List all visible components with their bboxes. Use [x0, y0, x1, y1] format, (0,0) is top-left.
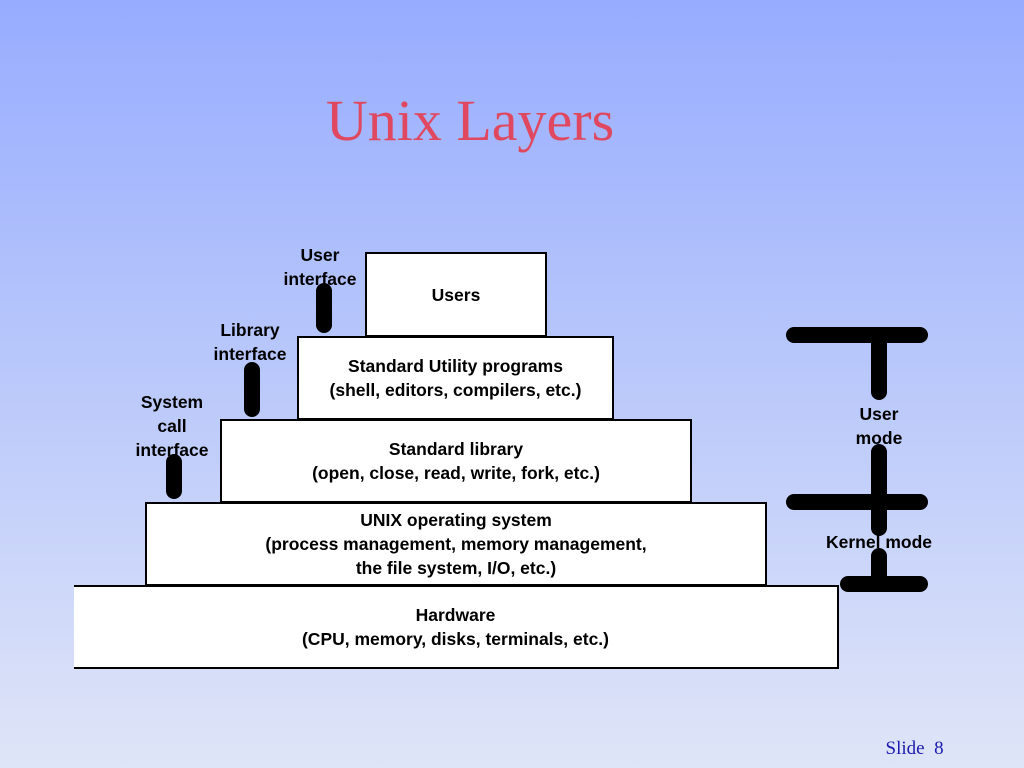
user-interface-line-2: interface — [283, 269, 357, 289]
user-mode-line-1: User — [859, 404, 899, 424]
layer-standard-library-detail: (open, close, read, write, fork, etc.) — [312, 463, 600, 483]
user-mode-stem — [871, 335, 887, 400]
user-mode-top-bar — [786, 327, 928, 343]
slide-title: Unix Layers — [325, 88, 615, 153]
system-call-interface-line-2: call — [157, 416, 187, 436]
layer-hardware-detail: (CPU, memory, disks, terminals, etc.) — [301, 629, 609, 649]
system-call-interface-line-1: System — [140, 392, 204, 412]
user-interface-marker — [316, 283, 332, 333]
library-interface-line-1: Library — [220, 320, 280, 340]
kernel-mode-stem — [871, 548, 887, 584]
library-interface-marker — [244, 362, 260, 417]
user-mode-label: User mode — [829, 402, 929, 450]
library-interface-line-2: interface — [213, 344, 287, 364]
mode-divider-bar — [786, 494, 928, 510]
user-interface-label: User interface — [270, 243, 370, 291]
system-call-interface-line-3: interface — [135, 440, 209, 460]
layer-operating-system-detail-1: (process management, memory management, — [265, 534, 647, 554]
layer-standard-library-title: Standard library — [388, 439, 524, 459]
layer-utility-programs-detail: (shell, editors, compilers, etc.) — [329, 380, 582, 400]
mode-divider-stem — [871, 444, 887, 536]
layer-utility-programs-title: Standard Utility programs — [348, 356, 563, 376]
layer-hardware-title: Hardware — [415, 605, 496, 625]
system-call-interface-marker — [166, 454, 182, 499]
layer-users-label: Users — [431, 284, 481, 305]
system-call-interface-label: System call interface — [122, 390, 222, 462]
layer-hardware: Hardware (CPU, memory, disks, terminals,… — [74, 585, 839, 669]
layer-utility-programs: Standard Utility programs (shell, editor… — [297, 336, 614, 420]
layer-standard-library: Standard library (open, close, read, wri… — [220, 419, 692, 503]
user-interface-line-1: User — [300, 245, 340, 265]
layer-users: Users — [365, 252, 547, 337]
layer-operating-system-detail-2: the file system, I/O, etc.) — [355, 558, 557, 578]
slide-number: Slide 8 — [876, 716, 944, 760]
library-interface-label: Library interface — [200, 318, 300, 366]
kernel-mode-label: Kernel mode — [826, 532, 932, 552]
user-mode-line-2: mode — [855, 428, 903, 448]
layer-operating-system-title: UNIX operating system — [360, 510, 552, 530]
slide-number-label: Slide — [885, 738, 925, 759]
slide-number-value: 8 — [934, 738, 944, 759]
kernel-mode-bottom-bar — [840, 576, 928, 592]
layer-operating-system: UNIX operating system (process managemen… — [145, 502, 767, 586]
